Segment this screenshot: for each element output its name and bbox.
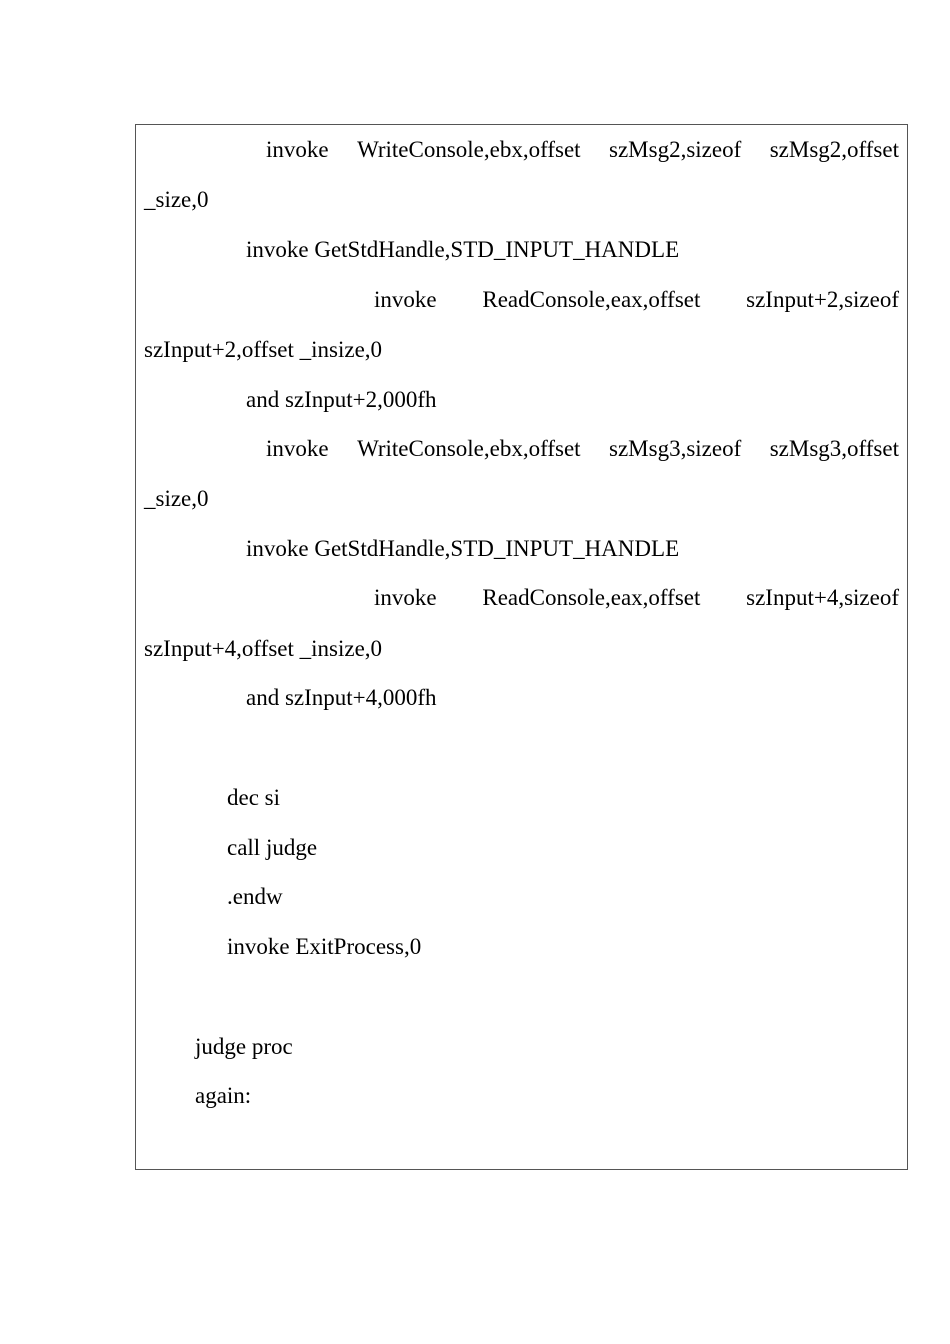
code-token: szMsg3,sizeof bbox=[609, 436, 742, 461]
code-line-call-judge: call judge bbox=[227, 835, 318, 860]
code-token: invoke bbox=[374, 585, 437, 610]
code-token: ReadConsole,eax,offset bbox=[482, 585, 701, 610]
code-token: szMsg2,offset bbox=[769, 137, 899, 162]
code-line-continuation: szInput+4,offset _insize,0 bbox=[144, 636, 383, 661]
code-line-get-std-handle: invoke GetStdHandle,STD_INPUT_HANDLE bbox=[246, 237, 680, 262]
code-token: ReadConsole,eax,offset bbox=[482, 287, 701, 312]
code-line-continuation: _size,0 bbox=[144, 187, 209, 212]
code-line-write-console-msg2: invoke WriteConsole,ebx,offset szMsg2,si… bbox=[266, 136, 899, 164]
code-token: invoke bbox=[374, 287, 437, 312]
code-line-endw: .endw bbox=[227, 884, 283, 909]
code-line-write-console-msg3: invoke WriteConsole,ebx,offset szMsg3,si… bbox=[266, 435, 899, 463]
code-frame bbox=[135, 124, 908, 1170]
code-line-dec-si: dec si bbox=[227, 785, 281, 810]
code-line-exit-process: invoke ExitProcess,0 bbox=[227, 934, 422, 959]
code-line-and-input2: and szInput+2,000fh bbox=[246, 387, 437, 412]
code-line-again-label: again: bbox=[195, 1083, 252, 1108]
code-token: szInput+2,sizeof bbox=[746, 287, 899, 312]
code-token: WriteConsole,ebx,offset bbox=[357, 137, 581, 162]
code-token: szInput+4,sizeof bbox=[746, 585, 899, 610]
code-line-read-console-input4: invoke ReadConsole,eax,offset szInput+4,… bbox=[374, 584, 899, 612]
code-token: szMsg3,offset bbox=[769, 436, 899, 461]
code-line-read-console-input2: invoke ReadConsole,eax,offset szInput+2,… bbox=[374, 286, 899, 314]
code-token: invoke bbox=[266, 436, 329, 461]
code-line-continuation: szInput+2,offset _insize,0 bbox=[144, 337, 383, 362]
code-token: invoke bbox=[266, 137, 329, 162]
code-line-get-std-handle: invoke GetStdHandle,STD_INPUT_HANDLE bbox=[246, 536, 680, 561]
code-token: WriteConsole,ebx,offset bbox=[357, 436, 581, 461]
code-line-judge-proc: judge proc bbox=[195, 1034, 293, 1059]
code-line-continuation: _size,0 bbox=[144, 486, 209, 511]
code-token: szMsg2,sizeof bbox=[609, 137, 742, 162]
code-line-and-input4: and szInput+4,000fh bbox=[246, 685, 437, 710]
